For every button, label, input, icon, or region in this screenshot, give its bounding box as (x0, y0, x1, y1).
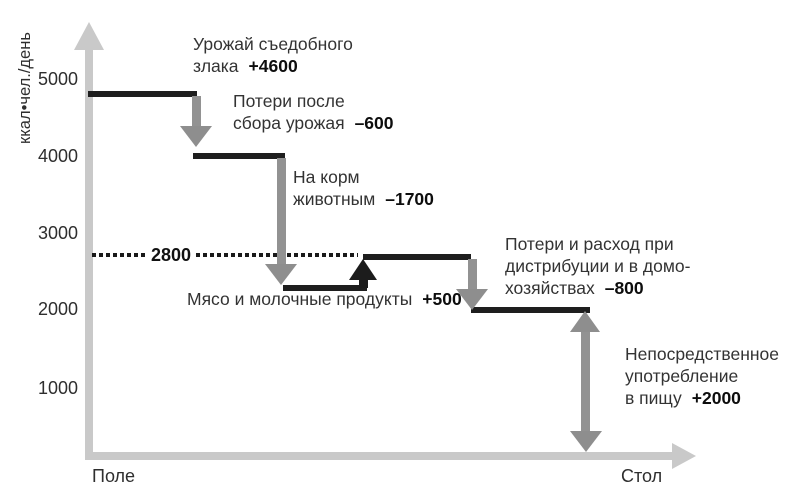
x-axis-arrow-icon (672, 443, 696, 469)
down-arrowhead-icon (456, 289, 488, 310)
annotation-value: +2000 (691, 388, 741, 408)
y-tick-3000: 3000 (37, 223, 78, 243)
annotation-direct-consumption: Непосредственное употребление в пищу+200… (625, 343, 779, 409)
up-arrowhead-icon (349, 259, 377, 280)
annotation-line: в пищу+2000 (625, 388, 741, 408)
step-bar-after-harvest-loss (193, 153, 285, 159)
annotation-line: хозяйствах–800 (505, 278, 644, 298)
annotation-line: дистрибуции и в домо- (505, 256, 691, 276)
annotation-meat-dairy: Мясо и молочные продукты+500 (187, 288, 462, 310)
annotation-line: Урожай съедобного (193, 34, 353, 54)
step-bar-2800-level (363, 254, 471, 260)
x-axis-line (85, 452, 673, 460)
y-tick-1000: 1000 (37, 378, 78, 398)
annotation-line: животным–1700 (293, 189, 434, 209)
annotation-line: сбора урожая–600 (233, 113, 394, 133)
x-label-field: Поле (92, 466, 136, 486)
annotation-line: Потери после (233, 91, 345, 111)
annotation-line: злака+4600 (193, 56, 298, 76)
y-tick-5000: 5000 (37, 69, 78, 89)
up-arrowhead-icon (570, 311, 600, 332)
y-axis-arrow-icon (74, 22, 104, 50)
down-arrow-harvest-loss (192, 96, 201, 127)
annotation-value: –600 (354, 113, 394, 133)
annotation-value: –800 (604, 278, 644, 298)
annotation-line: Потери и расход при (505, 234, 674, 254)
up-arrow-meat-dairy (359, 277, 368, 288)
down-arrow-distribution-loss (468, 259, 477, 290)
down-arrowhead-icon (265, 264, 297, 285)
annotation-post-harvest-loss: Потери после сбора урожая–600 (233, 90, 394, 134)
annotation-line: Мясо и молочные продукты+500 (187, 289, 462, 309)
annotation-line: Непосредственное (625, 344, 780, 364)
step-bar-harvest (88, 91, 197, 97)
down-arrowhead-icon (570, 431, 602, 452)
y-tick-2000: 2000 (37, 299, 78, 319)
x-label-table: Стол (621, 466, 663, 486)
annotation-distribution-loss: Потери и расход при дистрибуции и в домо… (505, 233, 690, 299)
annotation-line: На корм (293, 167, 360, 187)
y-tick-4000: 4000 (37, 146, 78, 166)
annotation-value: +500 (422, 289, 462, 309)
step-bar-final-2000 (471, 307, 590, 313)
annotation-animal-feed: На корм животным–1700 (293, 166, 434, 210)
y-axis-line (85, 46, 93, 459)
double-arrow-direct-consumption (581, 329, 590, 433)
annotation-harvest: Урожай съедобного злака+4600 (193, 33, 353, 77)
down-arrowhead-icon (180, 126, 212, 147)
annotation-value: +4600 (248, 56, 298, 76)
annotation-value: –1700 (385, 189, 434, 209)
step-bar-meat-dairy (283, 285, 367, 291)
reference-value-label: 2800 (151, 245, 192, 265)
reference-dotted-line-left (92, 253, 148, 257)
y-axis-title: ккал•чел./день (16, 32, 34, 144)
annotation-line: употребление (625, 366, 739, 386)
down-arrow-animal-feed (277, 158, 286, 265)
